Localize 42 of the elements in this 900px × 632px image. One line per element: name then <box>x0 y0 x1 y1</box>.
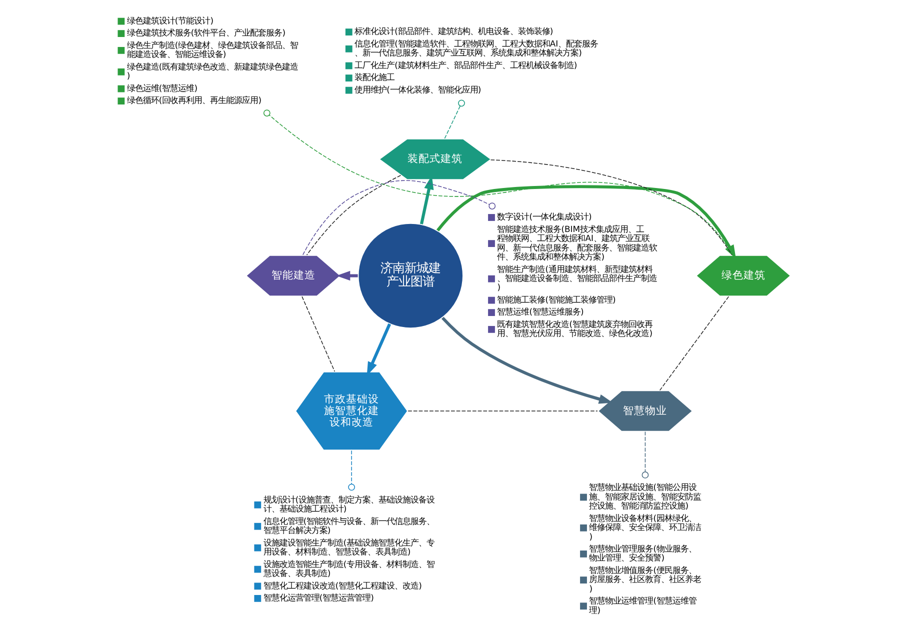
node-label: 设施建设智能生产制造(基础设施智慧化生产、专用设备、材料制造、智慧设备、表具制造) <box>262 537 434 557</box>
node-label: 智慧化运营管理(智慧运营管理) <box>262 592 374 603</box>
node-label: 智慧化工程建设改造(智慧化工程建设、改造) <box>262 580 422 590</box>
node-label: 信息化管理(智能建造软件、工程物联网、工程大数据和AI、配套服务、新一代信息服务、建筑产业互联网、系统集成和整体解决方案) <box>354 38 598 58</box>
node-label: 信息化管理(智能软件与设备、新一代信息服务、智慧平台解决方案) <box>262 516 434 536</box>
node-label: 设施改造智能生产制造(专用设备、材料制造、智慧设备、表具制造) <box>262 558 434 578</box>
node-label: 智能施工装修(智能施工装修管理) <box>496 294 616 304</box>
node-circle: 济南新城建 产业图谱 <box>356 222 464 330</box>
node-label: 智慧物业管理服务(物业服务、物业管理、安全预警) <box>588 544 696 563</box>
node-label: 智慧物业增值服务(便民服务、房屋服务、社区教育、社区养老) <box>588 564 701 594</box>
arrow <box>436 185 736 259</box>
connector <box>348 450 355 491</box>
connector <box>306 174 401 256</box>
node-label: 智慧物业设备材料(园林绿化、维修保障、安全保障、环卫清洁) <box>588 512 701 542</box>
connector <box>658 296 729 391</box>
node-label: 智慧物业运维管理(智慧运维管理) <box>588 596 696 615</box>
node-label: 绿色运维(智慧运维) <box>126 82 198 93</box>
arrow <box>336 270 358 281</box>
connector <box>641 431 648 478</box>
node-label: 绿色建造(既有建筑绿色改造、新建建筑绿色建造) <box>126 61 298 81</box>
node-label: 数字设计(一体化集成设计) <box>496 212 592 222</box>
node-label: 绿色建筑技术服务(软件平台、产业配套服务) <box>126 28 286 38</box>
node-label: 智能建造技术服务(BIM技术集成应用、工程物联网、工程大数据和AI、建筑产业互联网、新一代信息服务、配套服务、智能建造软件、系统集成和整体解决方案) <box>496 224 657 262</box>
node-label: 绿色循环(回收再利用、再生能源应用) <box>126 95 262 106</box>
node-label: 规划设计(设施普查、制定方案、基础设施设备设计、基础设施工程设计) <box>262 494 434 514</box>
node-label: 智慧物业基础设施(智能公用设施、智能家居设施、智能安防监控设施、智能消防监控设施) <box>588 482 701 511</box>
node-label: 工厂化生产(建筑材料生产、部品部件生产、工程机械设备制造) <box>354 60 577 70</box>
node-label: 绿色建筑设计(节能设计) <box>126 15 214 26</box>
node-label: 既有建筑智慧化改造(智慧建筑废弃物回收再用、智慧光伏应用、节能改造、绿色化改造) <box>496 318 652 338</box>
connector <box>407 410 598 412</box>
connector <box>444 100 464 139</box>
node-label: 装配化施工 <box>354 72 394 82</box>
connector <box>301 296 335 372</box>
arrow <box>440 316 612 404</box>
node-label: 智能生产制造(通用建筑材料、新型建筑材料、智能建造设备制造、智能部品部件生产制造) <box>496 264 657 292</box>
node-label: 使用维护(一体化装修、智能化应用) <box>354 84 481 94</box>
connector <box>302 180 496 256</box>
node-label: 标准化设计(部品部件、建筑结构、机电设备、装饰装修) <box>354 26 553 36</box>
connector <box>262 110 733 256</box>
node-label: 绿色生产制造(绿色建材、绿色建筑设备部品、智能建造设备、智能运维设备) <box>126 40 298 60</box>
connector <box>490 159 732 256</box>
node-label: 智慧运维(智慧运维服务) <box>496 306 584 317</box>
